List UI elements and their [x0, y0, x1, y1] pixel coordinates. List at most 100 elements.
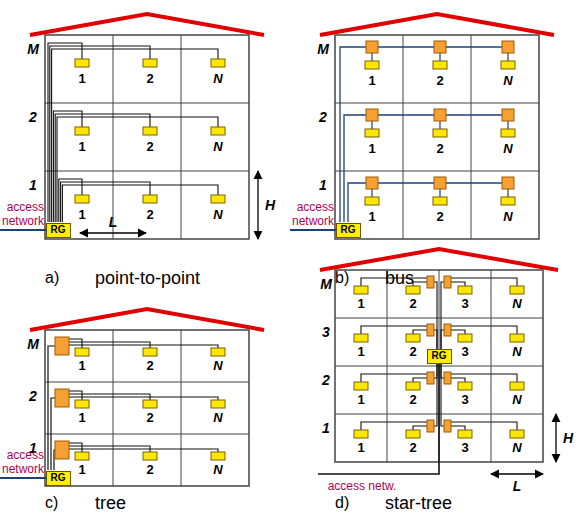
splitter	[55, 389, 69, 407]
cable	[434, 363, 437, 426]
apartment-number: 2	[436, 210, 443, 225]
floor-slab	[45, 171, 249, 172]
apartment-number: 2	[146, 208, 153, 223]
cable	[451, 426, 465, 430]
gateway-label: RG	[51, 225, 66, 235]
floor-number: 1	[29, 177, 37, 193]
home-device	[211, 127, 225, 135]
cable	[69, 345, 218, 348]
cable	[439, 53, 440, 61]
cable	[57, 117, 218, 222]
cable	[55, 114, 150, 222]
cable	[451, 374, 517, 382]
cable	[439, 121, 440, 129]
roof	[320, 249, 558, 270]
floor-number: M	[320, 276, 332, 292]
apartment-number: 1	[78, 72, 85, 87]
cable	[361, 422, 427, 430]
home-device	[354, 430, 368, 438]
building-wall	[45, 35, 249, 239]
cable	[52, 49, 218, 222]
apartment-number: N	[512, 297, 521, 312]
cable	[69, 443, 82, 452]
home-device	[143, 127, 157, 135]
apartment-number: 1	[368, 142, 375, 157]
home-device	[143, 400, 157, 408]
cable	[434, 282, 437, 349]
floor-slab	[45, 382, 249, 383]
cable	[451, 326, 517, 334]
cable	[361, 326, 427, 334]
bus-tap	[366, 177, 378, 189]
home-device	[143, 195, 157, 203]
floor-number: M	[27, 41, 39, 57]
apartment-number: N	[213, 140, 222, 155]
roof	[320, 14, 554, 35]
roof	[30, 309, 264, 330]
apartment-number: N	[213, 208, 222, 223]
apartment-number: 2	[146, 463, 153, 478]
dimension-label: L	[513, 478, 522, 494]
apartment-number: 2	[436, 74, 443, 89]
bus-tap	[434, 41, 446, 53]
access-network-label: access network	[0, 201, 44, 229]
apartment-number: N	[213, 411, 222, 426]
home-device	[354, 334, 368, 342]
access-line	[0, 229, 46, 231]
bus-tap	[366, 109, 378, 121]
apartment-number: 1	[357, 297, 364, 312]
home-device	[211, 195, 225, 203]
floor-number: 2	[322, 372, 330, 388]
caption-letter: b)	[335, 269, 349, 287]
apartment-number: N	[503, 210, 512, 225]
splitter	[427, 420, 434, 432]
home-device	[510, 430, 524, 438]
apartment-number: N	[503, 74, 512, 89]
bus-tap	[502, 41, 514, 53]
apartment-number: 3	[461, 297, 468, 312]
access-network-label: access network	[290, 201, 334, 229]
apartment-number: N	[213, 463, 222, 478]
access-line	[318, 363, 439, 474]
floor-slab	[335, 103, 539, 104]
apartment-number: 1	[368, 210, 375, 225]
apartment-number: 3	[461, 345, 468, 360]
cable	[61, 182, 150, 222]
access-network-label: access netw.	[328, 480, 397, 494]
apartment-number: 2	[146, 72, 153, 87]
bus-tap	[366, 41, 378, 53]
residential-gateway: RG	[427, 349, 452, 364]
splitter	[444, 276, 451, 288]
home-device	[433, 129, 447, 137]
floor-number: 1	[319, 177, 327, 193]
height-arrow	[257, 171, 258, 239]
floor-number: 1	[322, 420, 330, 436]
home-device	[211, 400, 225, 408]
residential-gateway: RG	[336, 223, 361, 238]
building-wall	[335, 35, 539, 239]
cable	[361, 374, 427, 382]
cable	[50, 46, 150, 222]
home-device	[143, 59, 157, 67]
apartment-number: 2	[409, 297, 416, 312]
splitter	[427, 372, 434, 384]
apartment-number: N	[512, 345, 521, 360]
home-device	[75, 452, 89, 460]
access-line	[290, 229, 336, 231]
home-device	[458, 430, 472, 438]
home-device	[510, 286, 524, 294]
dimension-label: L	[109, 214, 118, 230]
apartment-wall	[403, 35, 404, 239]
home-device	[75, 400, 89, 408]
cable	[507, 189, 508, 197]
home-device	[354, 286, 368, 294]
floor-slab	[335, 318, 543, 319]
splitter	[55, 441, 69, 459]
home-device	[406, 334, 420, 342]
home-device	[458, 334, 472, 342]
bus-tap	[502, 109, 514, 121]
apartment-number: N	[213, 359, 222, 374]
home-device	[501, 129, 515, 137]
